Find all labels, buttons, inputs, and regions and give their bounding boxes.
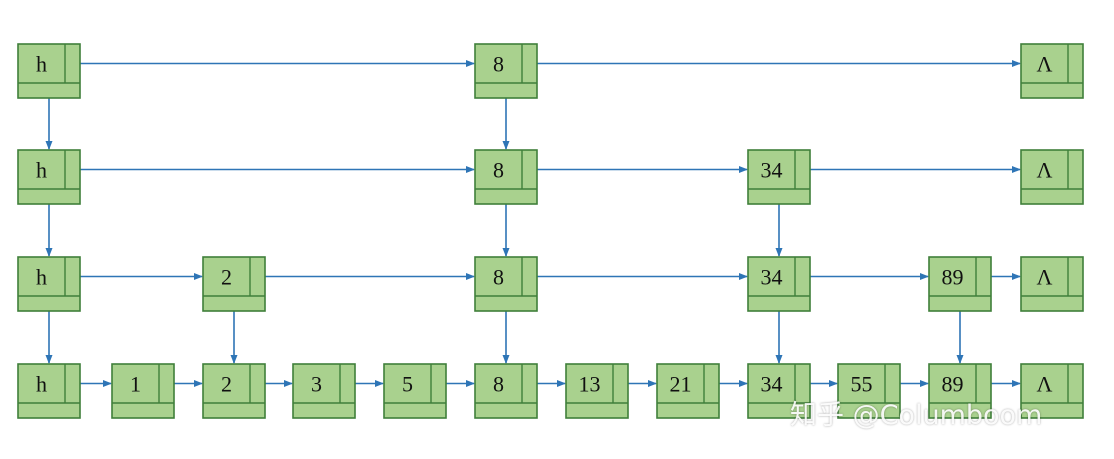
node-3-11: Λ: [1020, 363, 1084, 419]
node-box: [1020, 43, 1084, 99]
node-box: [17, 43, 81, 99]
node-3-5: 8: [474, 363, 538, 419]
node-0-0: h: [17, 43, 81, 99]
node-box: [747, 149, 811, 205]
node-0-1: 8: [474, 43, 538, 99]
node-box: [111, 363, 175, 419]
node-box: [565, 363, 629, 419]
node-box: [747, 256, 811, 312]
node-label: 2: [221, 265, 232, 290]
node-label: 34: [761, 372, 783, 397]
watermark: 知乎 @Columboom: [790, 400, 1043, 431]
node-2-3: 34: [747, 256, 811, 312]
node-box: [474, 256, 538, 312]
node-box: [474, 43, 538, 99]
node-0-2: Λ: [1020, 43, 1084, 99]
node-box: [17, 256, 81, 312]
node-3-3: 3: [292, 363, 356, 419]
node-2-2: 8: [474, 256, 538, 312]
node-1-1: 8: [474, 149, 538, 205]
node-label: 55: [851, 372, 873, 397]
node-label: Λ: [1037, 52, 1053, 77]
node-box: [202, 363, 266, 419]
node-box: [17, 363, 81, 419]
node-2-0: h: [17, 256, 81, 312]
node-box: [928, 363, 992, 419]
node-label: 2: [221, 372, 232, 397]
node-1-0: h: [17, 149, 81, 205]
node-1-2: 34: [747, 149, 811, 205]
node-label: 34: [761, 265, 783, 290]
node-label: 8: [493, 372, 504, 397]
node-box: [747, 363, 811, 419]
node-label: 89: [942, 265, 964, 290]
node-box: [17, 149, 81, 205]
node-label: h: [36, 52, 47, 77]
links-layer: [45, 60, 1021, 387]
node-3-10: 89: [928, 363, 992, 419]
node-box: [928, 256, 992, 312]
node-3-2: 2: [202, 363, 266, 419]
node-box: [292, 363, 356, 419]
node-3-0: h: [17, 363, 81, 419]
node-label: 21: [670, 372, 692, 397]
node-box: [474, 149, 538, 205]
node-label: h: [36, 158, 47, 183]
node-label: 13: [579, 372, 601, 397]
node-box: [1020, 256, 1084, 312]
node-label: Λ: [1037, 372, 1053, 397]
node-3-8: 34: [747, 363, 811, 419]
node-label: h: [36, 372, 47, 397]
node-3-1: 1: [111, 363, 175, 419]
node-label: 8: [493, 265, 504, 290]
node-box: [202, 256, 266, 312]
node-2-4: 89: [928, 256, 992, 312]
node-3-4: 5: [383, 363, 447, 419]
node-label: 1: [130, 372, 141, 397]
node-label: 3: [311, 372, 322, 397]
node-label: Λ: [1037, 158, 1053, 183]
node-3-6: 13: [565, 363, 629, 419]
node-box: [837, 363, 901, 419]
node-3-9: 55: [837, 363, 901, 419]
node-label: 5: [402, 372, 413, 397]
node-label: 34: [761, 158, 783, 183]
node-2-5: Λ: [1020, 256, 1084, 312]
node-label: 8: [493, 52, 504, 77]
node-2-1: 2: [202, 256, 266, 312]
node-box: [1020, 149, 1084, 205]
node-3-7: 21: [656, 363, 720, 419]
node-box: [474, 363, 538, 419]
node-box: [383, 363, 447, 419]
node-1-3: Λ: [1020, 149, 1084, 205]
node-label: h: [36, 265, 47, 290]
node-label: 89: [942, 372, 964, 397]
node-label: 8: [493, 158, 504, 183]
node-box: [1020, 363, 1084, 419]
node-label: Λ: [1037, 265, 1053, 290]
node-box: [656, 363, 720, 419]
